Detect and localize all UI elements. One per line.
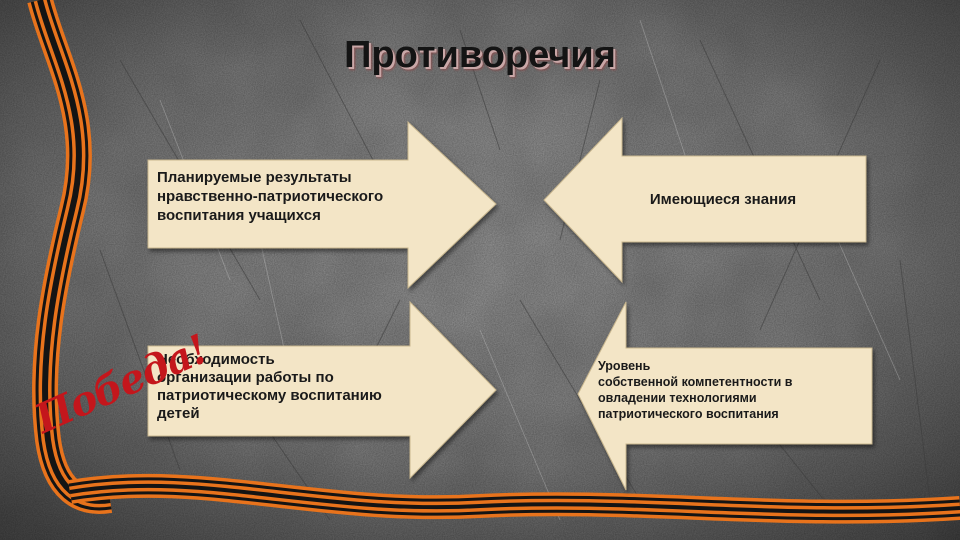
arrow-left-top-right xyxy=(543,116,867,284)
st-george-ribbon-left xyxy=(27,0,113,514)
arrow-left-bottom-right xyxy=(577,301,873,491)
arrows-group xyxy=(147,116,873,491)
arrow-right-top-left xyxy=(147,120,497,290)
arrow-right-bottom-left xyxy=(147,300,497,480)
arrow-text-existing-knowledge: Имеющиеся знания xyxy=(649,191,797,208)
arrow-text-planned-results: Планируемые результаты нравственно-патри… xyxy=(157,169,384,224)
arrow-text-necessity: Необходимость организации работы по патр… xyxy=(157,351,382,422)
slide-title: Противоречия xyxy=(344,34,616,76)
arrow-text-competence-level: Уровень собственной компетентности в овл… xyxy=(598,359,793,421)
st-george-ribbon-bottom xyxy=(68,473,960,524)
